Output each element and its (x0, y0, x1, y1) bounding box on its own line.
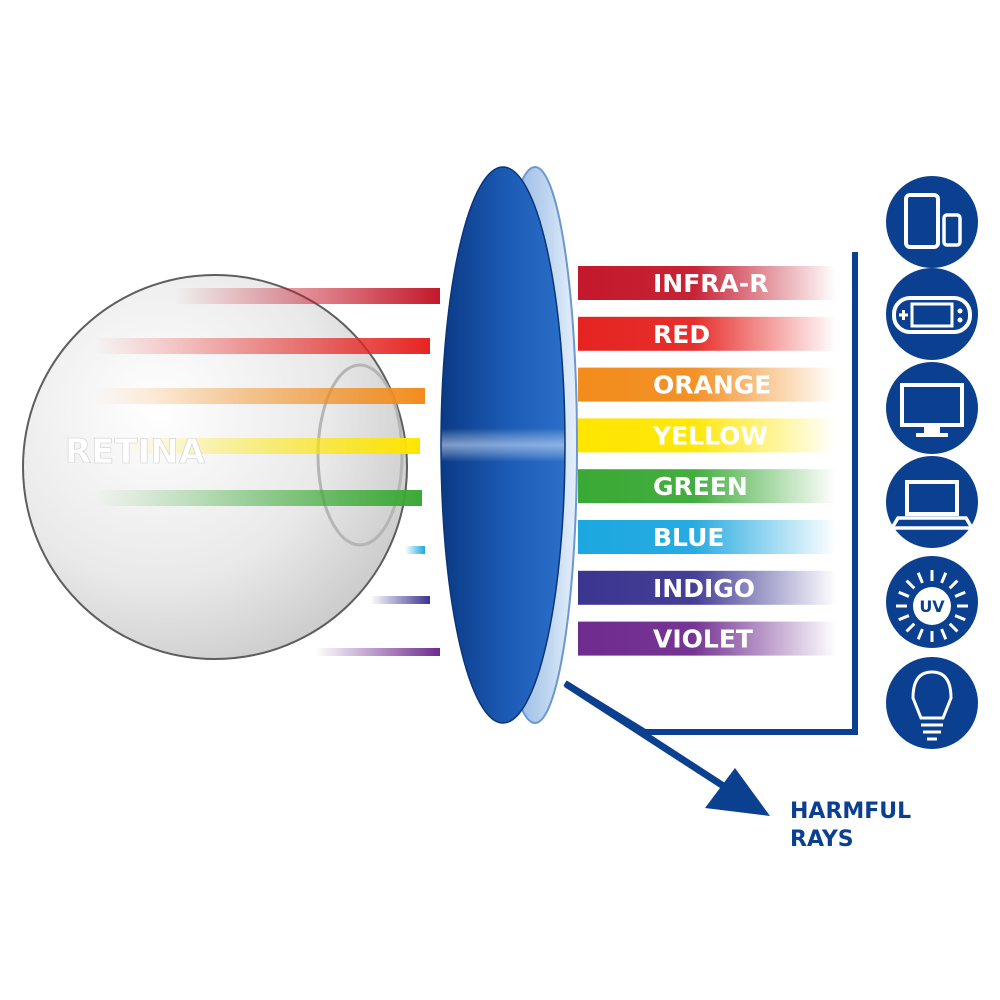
uv-sun-icon: UV (886, 556, 978, 648)
band-label-green: GREEN (653, 472, 748, 501)
eyeball (22, 274, 408, 660)
band-label-orange: ORANGE (653, 371, 771, 400)
band-violet (578, 621, 836, 656)
game-console-icon (886, 268, 978, 360)
band-yellow (578, 418, 836, 453)
transmitted-band-orange (95, 388, 425, 404)
device-icons: UV (886, 176, 978, 749)
spectrum-bands: INFRA-R RED ORANGE YELLOW GREEN BLUE INDIGO VIO… (578, 266, 836, 656)
band-label-infra-r: INFRA-R (653, 269, 769, 298)
band-label-red: RED (653, 320, 710, 349)
band-label-yellow: YELLOW (652, 421, 768, 450)
eye-lens (316, 363, 404, 547)
band-indigo (578, 570, 836, 605)
transmitted-band-infra-r (175, 288, 440, 304)
harmful-rays-label-line1: HARMFUL (790, 799, 911, 824)
band-orange (578, 367, 836, 402)
retina-label: RETINA (65, 432, 206, 472)
harmful-rays-label-line2: RAYS (790, 827, 854, 852)
transmitted-band-red (95, 338, 430, 354)
band-label-blue: BLUE (653, 523, 724, 552)
harmful-rays-arrow (563, 252, 858, 816)
uv-text: UV (919, 597, 945, 616)
transmitted-band-yellow (120, 438, 420, 454)
laptop-icon (886, 456, 978, 548)
light-bulb-icon (886, 657, 978, 749)
band-label-indigo: INDIGO (653, 574, 755, 603)
transmitted-band-green (95, 490, 422, 506)
transmitted-band-violet (315, 648, 440, 656)
monitor-icon (886, 362, 978, 454)
band-infra-r (578, 266, 836, 300)
band-green (578, 469, 836, 504)
transmitted-band-indigo (370, 596, 430, 604)
transmitted-bands (95, 288, 440, 656)
blue-light-filter-lens (440, 166, 578, 724)
band-blue (578, 520, 836, 554)
band-label-violet: VIOLET (653, 625, 753, 654)
tablet-phone-icon (886, 176, 978, 268)
transmitted-band-blue (405, 546, 425, 554)
band-red (578, 316, 836, 351)
